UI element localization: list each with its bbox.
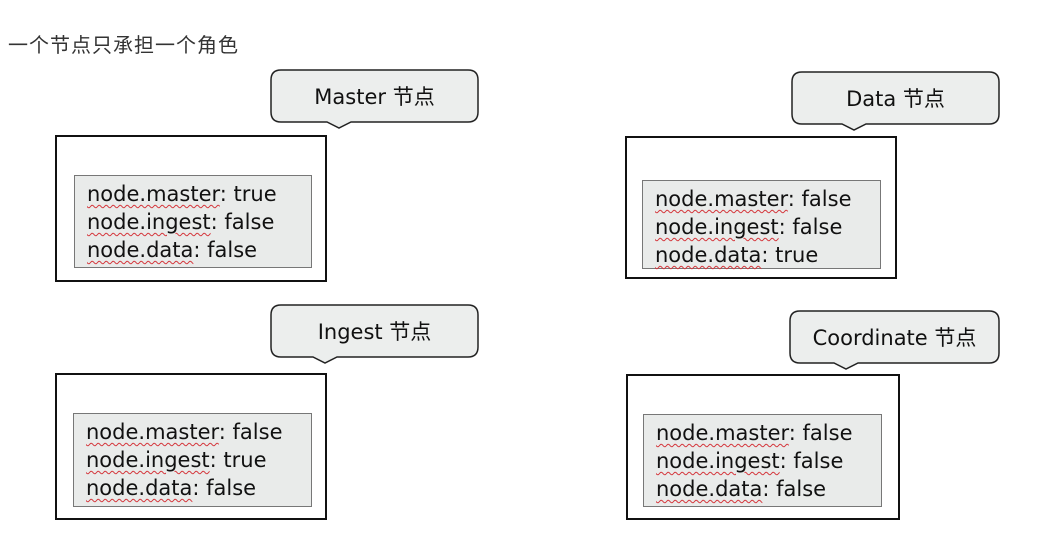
config-panel: node.master: false node.ingest: true nod… [73,413,312,507]
config-line: node.master: false [655,185,880,213]
config-value: : false [762,477,827,501]
config-line: node.master: false [656,419,881,447]
callout-label: Master 节点 [314,84,435,109]
data-node-callout: Data 节点 [790,71,1001,131]
config-panel: node.master: false node.ingest: false no… [642,180,881,269]
master-node-box: node.master: true node.ingest: false nod… [55,135,327,282]
config-value: : false [193,238,258,262]
ingest-node-callout: Ingest 节点 [269,304,480,364]
master-node-callout: Master 节点 [269,69,480,129]
config-value: : false [218,420,283,444]
config-value: : false [192,476,257,500]
config-value: : false [210,210,275,234]
config-value: : true [209,448,267,472]
config-value: : false [779,449,844,473]
config-line: node.data: true [655,241,880,269]
config-value: : false [778,215,843,239]
config-value: : false [787,187,852,211]
ingest-node-box: node.master: false node.ingest: true nod… [55,373,327,520]
coordinate-node-callout: Coordinate 节点 [788,310,1001,370]
config-line: node.data: false [87,236,311,264]
config-value: : true [219,182,277,206]
callout-label: Ingest 节点 [317,319,432,344]
config-line: node.data: false [86,474,311,502]
config-key: node.master [656,421,789,445]
config-line: node.ingest: false [655,213,880,241]
config-line: node.master: true [87,180,311,208]
config-key: node.data [656,477,763,501]
config-line: node.ingest: false [87,208,311,236]
config-key: node.ingest [656,449,780,473]
config-line: node.master: false [86,418,311,446]
callout-bubble-shape [270,304,479,364]
config-value: : true [761,243,819,267]
config-key: node.master [655,187,788,211]
config-panel: node.master: true node.ingest: false nod… [74,175,312,268]
config-key: node.ingest [655,215,779,239]
callout-bubble-shape [791,71,1000,131]
config-value: : false [788,421,853,445]
config-key: node.data [655,243,762,267]
config-key: node.master [87,182,220,206]
callout-bubble-shape [789,310,1000,370]
config-panel: node.master: false node.ingest: false no… [643,414,882,507]
config-key: node.ingest [87,210,211,234]
config-key: node.master [86,420,219,444]
config-line: node.ingest: true [86,446,311,474]
data-node-box: node.master: false node.ingest: false no… [625,136,897,279]
config-key: node.data [86,476,193,500]
callout-bubble-shape [270,69,479,129]
config-key: node.data [87,238,194,262]
page-heading: 一个节点只承担一个角色 [8,33,239,57]
config-key: node.ingest [86,448,210,472]
callout-label: Data 节点 [846,86,945,111]
config-line: node.ingest: false [656,447,881,475]
callout-label: Coordinate 节点 [812,325,977,350]
coordinate-node-box: node.master: false node.ingest: false no… [626,374,900,520]
config-line: node.data: false [656,475,881,503]
